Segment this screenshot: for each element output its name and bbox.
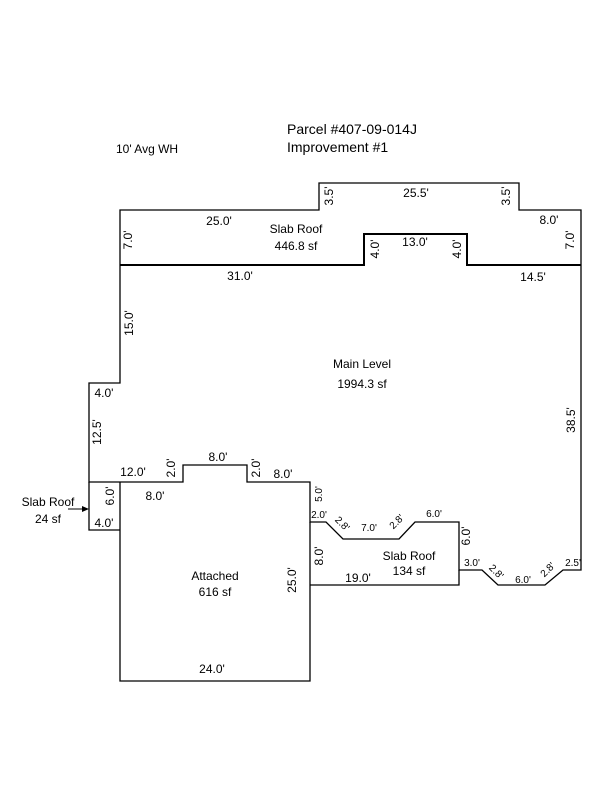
dimension-label: 6.0' <box>515 575 531 586</box>
slab-roof-top-outline <box>119 182 582 265</box>
dimension-label: 7.0' <box>121 231 135 250</box>
attached-outline <box>119 482 311 682</box>
dimension-label: 38.5' <box>564 407 578 433</box>
improvement-number: Improvement #1 <box>287 139 388 155</box>
dimension-label: 2.0' <box>311 510 327 521</box>
dimension-label: 14.5' <box>520 270 546 284</box>
dimension-label: 6.0' <box>103 487 117 506</box>
dimension-label: 2.8' <box>388 513 407 532</box>
dimension-label: 2.0' <box>164 459 178 478</box>
dimension-label: 15.0' <box>122 310 136 336</box>
dimension-label: 25.0' <box>285 567 299 593</box>
dimension-label: 5.0' <box>314 486 325 502</box>
dimension-label: 25.0' <box>206 214 232 228</box>
dimension-label: 8.0' <box>146 489 165 503</box>
dimension-label: 6.0' <box>459 527 473 546</box>
dimension-label: 31.0' <box>227 269 253 283</box>
main-level-label: Main Level <box>333 357 391 371</box>
dimension-label: 8.0' <box>540 213 559 227</box>
dimension-label: 25.5' <box>403 186 429 200</box>
dimension-label: 4.0' <box>450 240 464 259</box>
dimension-label: 12.0' <box>120 465 146 479</box>
slab-roof-right-area: 134 sf <box>393 564 426 578</box>
dimension-label: 4.0' <box>368 240 382 259</box>
dimension-label: 19.0' <box>345 571 371 585</box>
dimension-label: 3.0' <box>464 558 480 569</box>
dimension-label: 4.0' <box>95 386 114 400</box>
dimension-label: 2.5' <box>565 558 581 569</box>
dimension-label: 7.0' <box>563 231 577 250</box>
dimension-label: 12.5' <box>90 419 104 445</box>
slab-roof-left-label: Slab Roof <box>22 495 75 509</box>
dimension-label: 3.5' <box>322 187 336 206</box>
dimension-label: 6.0' <box>426 509 442 520</box>
dimension-label: 2.8' <box>486 563 505 582</box>
slab-roof-left-outline <box>88 482 120 531</box>
dimension-label: 2.0' <box>249 459 263 478</box>
dimension-label: 24.0' <box>199 662 225 676</box>
attached-area: 616 sf <box>199 585 232 599</box>
main-level-outline <box>88 265 582 586</box>
dimension-label: 8.0' <box>209 450 228 464</box>
arrow-head-icon <box>82 506 89 512</box>
slab-roof-top-label: Slab Roof <box>270 222 323 236</box>
attached-label: Attached <box>191 569 238 583</box>
dimension-label: 13.0' <box>402 235 428 249</box>
main-level-top-line <box>120 233 581 266</box>
wall-height-note: 10' Avg WH <box>116 142 178 156</box>
parcel-number: Parcel #407-09-014J <box>287 121 417 137</box>
dimension-label: 8.0' <box>274 467 293 481</box>
slab-roof-right-outline <box>310 570 460 586</box>
dimension-label: 3.5' <box>499 187 513 206</box>
slab-roof-top-area: 446.8 sf <box>275 239 318 253</box>
slab-roof-right-label: Slab Roof <box>383 549 436 563</box>
main-level-area: 1994.3 sf <box>337 377 387 391</box>
slab-roof-left-area: 24 sf <box>35 512 62 526</box>
dimension-label: 8.0' <box>312 547 326 566</box>
dimension-label: 7.0' <box>361 523 377 534</box>
dimension-label: 4.0' <box>95 516 114 530</box>
